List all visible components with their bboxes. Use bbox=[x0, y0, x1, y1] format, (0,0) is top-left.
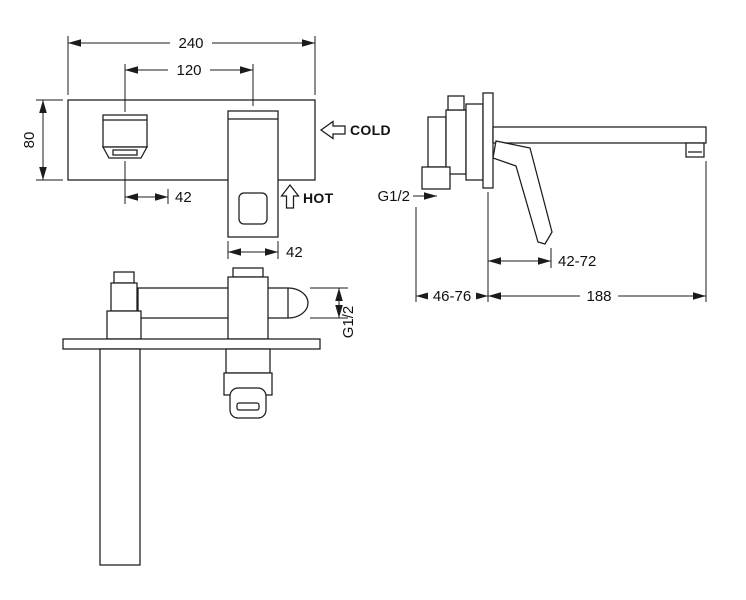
lever-handle-side bbox=[492, 140, 553, 245]
aerator-side bbox=[685, 142, 705, 158]
concealed-valve-body bbox=[421, 95, 484, 190]
dim-concealed-depth-label: 46-76 bbox=[433, 288, 471, 305]
handle-cutout bbox=[238, 192, 268, 225]
handle-projection-plan bbox=[223, 348, 273, 419]
dim-handle-width-label: 42 bbox=[286, 244, 303, 261]
dim-spout-offset-label: 42 bbox=[175, 189, 192, 206]
dim-total-width-label: 240 bbox=[178, 35, 203, 52]
spout-projection-plan bbox=[99, 348, 141, 566]
hot-arrow-icon bbox=[280, 183, 300, 209]
dim-handle-projection-label: 42-72 bbox=[558, 253, 596, 270]
cold-indicator-label: COLD bbox=[350, 122, 391, 138]
handle-column-plan bbox=[227, 267, 269, 340]
side-view: G1/2 42-72 46-76 188 bbox=[377, 92, 707, 305]
side-dimension-lines bbox=[413, 161, 707, 302]
spout-column-plan bbox=[106, 271, 142, 340]
wall-plate-side bbox=[482, 92, 494, 189]
spout-side bbox=[492, 126, 707, 158]
inlet-connection bbox=[421, 166, 451, 190]
cold-arrow-icon bbox=[319, 120, 346, 140]
front-view: 240 120 80 42 42 COLD HOT bbox=[21, 35, 391, 261]
dim-plate-height-label: 80 bbox=[21, 132, 38, 149]
aerator-front bbox=[112, 149, 138, 156]
wall-plate-plan bbox=[62, 338, 321, 350]
side-thread-size-label: G1/2 bbox=[377, 188, 410, 205]
plan-thread-size-label: G1/2 bbox=[340, 306, 357, 339]
plan-dimension-lines bbox=[310, 287, 348, 319]
plan-view: G1/2 bbox=[62, 267, 357, 566]
handle-front bbox=[227, 110, 279, 238]
mixer-body-plan bbox=[137, 287, 309, 319]
spout-front bbox=[101, 114, 149, 159]
dim-spout-reach-label: 188 bbox=[586, 288, 611, 305]
dim-center-distance-label: 120 bbox=[176, 62, 201, 79]
hot-indicator-label: HOT bbox=[303, 190, 334, 206]
